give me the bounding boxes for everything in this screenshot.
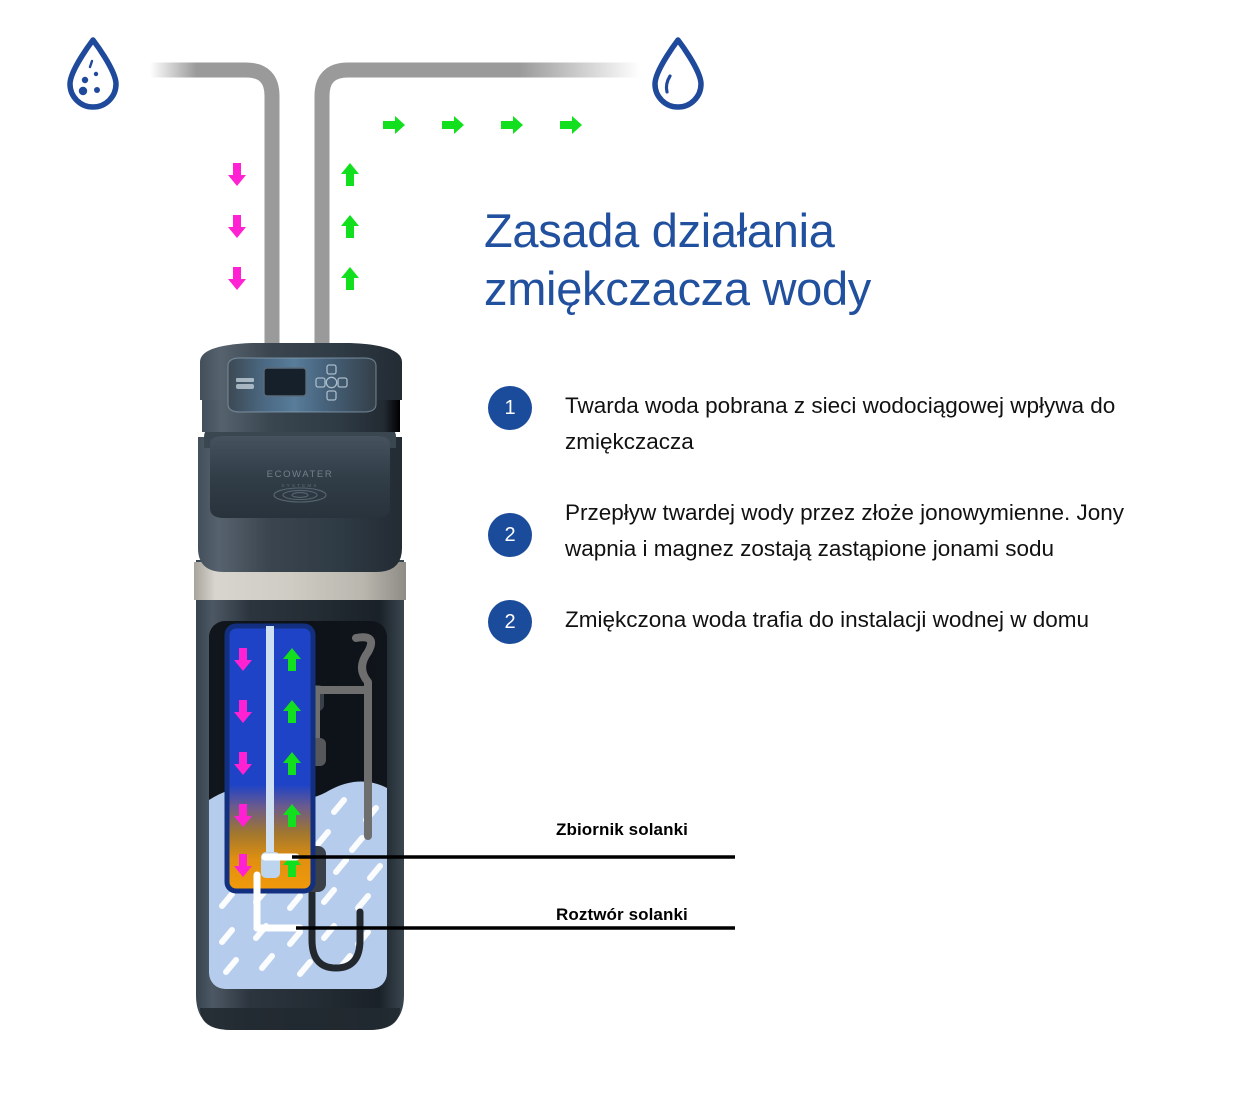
callout-label-brine-solution: Roztwór solanki [556, 905, 688, 924]
panel-logo-badge [236, 378, 254, 389]
control-buttons [315, 364, 348, 401]
step-number-badge: 2 [488, 600, 532, 644]
step-number-badge: 1 [488, 386, 532, 430]
steps-list: 1 Twarda woda pobrana z sieci wodociągow… [488, 386, 1188, 677]
callout-label-brine-tank: Zbiornik solanki [556, 820, 688, 839]
step-item-3: 2 Zmiękczona woda trafia do instalacji w… [488, 600, 1188, 644]
resin-flow-down-arrows [234, 648, 252, 877]
step-item-2: 2 Przepływ twardej wody przez złoże jono… [488, 493, 1188, 567]
step-text: Zmiękczona woda trafia do instalacji wod… [565, 607, 1090, 632]
flow-arrows-inlet-down [228, 163, 246, 290]
hard-water-drop-icon [67, 37, 119, 110]
flow-arrows-outlet-up [341, 163, 359, 290]
page-title: Zasada działania zmiękczacza wody [484, 204, 871, 315]
svg-text:SYSTEMS: SYSTEMS [281, 483, 318, 488]
ripple-logo-icon [273, 487, 327, 503]
softener-cabinet [196, 560, 404, 1030]
step-text: Przepływ twardej wody przez złoże jonowy… [565, 500, 1124, 561]
lcd-display [263, 367, 307, 397]
step-text: Twarda woda pobrana z sieci wodociągowej… [565, 393, 1116, 454]
step-item-1: 1 Twarda woda pobrana z sieci wodociągow… [488, 386, 1188, 460]
softener-control-head: ECOWATER SYSTEMS [198, 343, 402, 572]
callout-leader-lines [253, 853, 735, 932]
inlet-outlet-piping [150, 62, 640, 360]
step-number-badge: 2 [488, 513, 532, 557]
soft-water-drop-icon [652, 37, 704, 110]
flow-arrows-outlet-horizontal [383, 116, 582, 134]
brand-wordmark: ECOWATER [267, 469, 334, 480]
